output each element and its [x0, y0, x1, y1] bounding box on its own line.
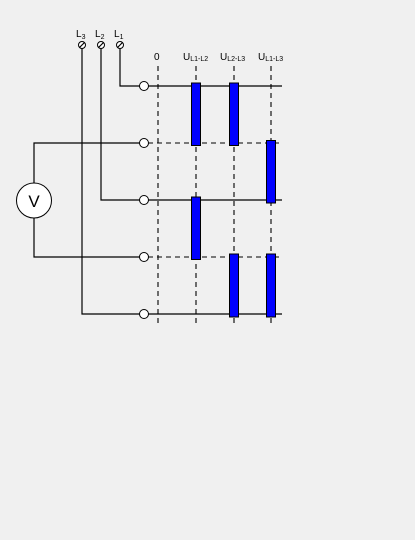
column-label-0: 0 [154, 52, 160, 63]
switch-contact-ul1-l2-top [191, 82, 201, 146]
phase-terminal-l2 [97, 41, 105, 49]
row-terminal-l2 [139, 195, 149, 205]
wire-voltmeter-bottom [33, 218, 144, 258]
phase-label-l1: L1 [114, 29, 124, 41]
wire-voltmeter-top [33, 142, 144, 183]
row-terminal-l1 [139, 81, 149, 91]
phase-terminal-l1 [116, 41, 124, 49]
voltmeter: V [16, 182, 52, 219]
switch-contact-ul2-l3-bottom [229, 253, 239, 318]
column-label-ul1-l2: UL1-L2 [183, 52, 208, 63]
column-label-ul1-l3: UL1-L3 [258, 52, 283, 63]
row-terminal-meter-top [139, 138, 149, 148]
row-terminal-meter-bottom [139, 252, 149, 262]
switch-contact-ul2-l3-top [229, 82, 239, 146]
phase-terminal-l3 [78, 41, 86, 49]
column-label-ul2-l3: UL2-L3 [220, 52, 245, 63]
voltmeter-symbol: V [28, 192, 40, 211]
wire-l3 [81, 48, 144, 315]
switch-contact-ul1-l3-bottom [266, 253, 276, 318]
switch-contact-ul1-l2-bottom [191, 196, 201, 260]
switch-contact-ul1-l3-top [266, 140, 276, 204]
phase-label-l2: L2 [95, 29, 105, 41]
wire-l1 [119, 48, 144, 87]
phase-label-l3: L3 [76, 29, 86, 41]
wire-l2 [100, 48, 144, 201]
row-terminal-l3 [139, 309, 149, 319]
